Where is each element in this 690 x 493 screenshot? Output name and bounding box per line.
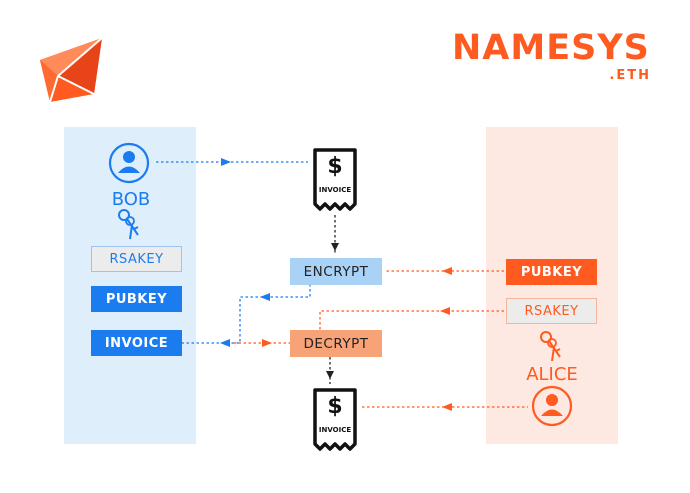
bob-invoice-box: INVOICE — [91, 330, 182, 356]
encrypt-box: ENCRYPT — [290, 258, 382, 285]
bob-label: BOB — [111, 189, 151, 210]
alice-panel — [486, 127, 618, 444]
arrow-icon — [326, 371, 334, 379]
arrow-icon — [221, 158, 231, 166]
receipt-icon: $ — [313, 148, 357, 211]
arrow-icon — [260, 293, 270, 301]
receipt-icon: $ — [313, 388, 357, 451]
key-icon — [118, 209, 139, 240]
arrow-icon — [442, 267, 452, 275]
arrow-icon — [442, 403, 452, 411]
invoice-bottom-label: INVOICE — [318, 426, 352, 434]
arrow-icon — [331, 243, 339, 251]
arrow-icon — [262, 339, 272, 347]
key-icon — [540, 331, 561, 362]
brand: NAMESYS .ETH — [452, 30, 657, 83]
brand-name: NAMESYS — [452, 28, 650, 68]
bob-pubkey-box: PUBKEY — [91, 286, 182, 312]
logo-icon — [40, 37, 103, 103]
brand-sub: .ETH — [609, 68, 651, 83]
user-icon — [108, 142, 150, 184]
bob-panel — [64, 127, 196, 444]
invoice-top-label: INVOICE — [318, 186, 352, 194]
decrypt-box: DECRYPT — [290, 330, 382, 357]
svg-text:$: $ — [327, 154, 342, 179]
arrow-icon — [440, 307, 450, 315]
alice-label: ALICE — [526, 364, 578, 385]
alice-pubkey-box: PUBKEY — [506, 259, 597, 285]
alice-rsakey-box: RSAKEY — [506, 298, 597, 324]
bob-rsakey-box: RSAKEY — [91, 246, 182, 272]
svg-text:$: $ — [327, 394, 342, 419]
user-icon — [531, 385, 573, 427]
arrow-icon — [220, 339, 230, 347]
